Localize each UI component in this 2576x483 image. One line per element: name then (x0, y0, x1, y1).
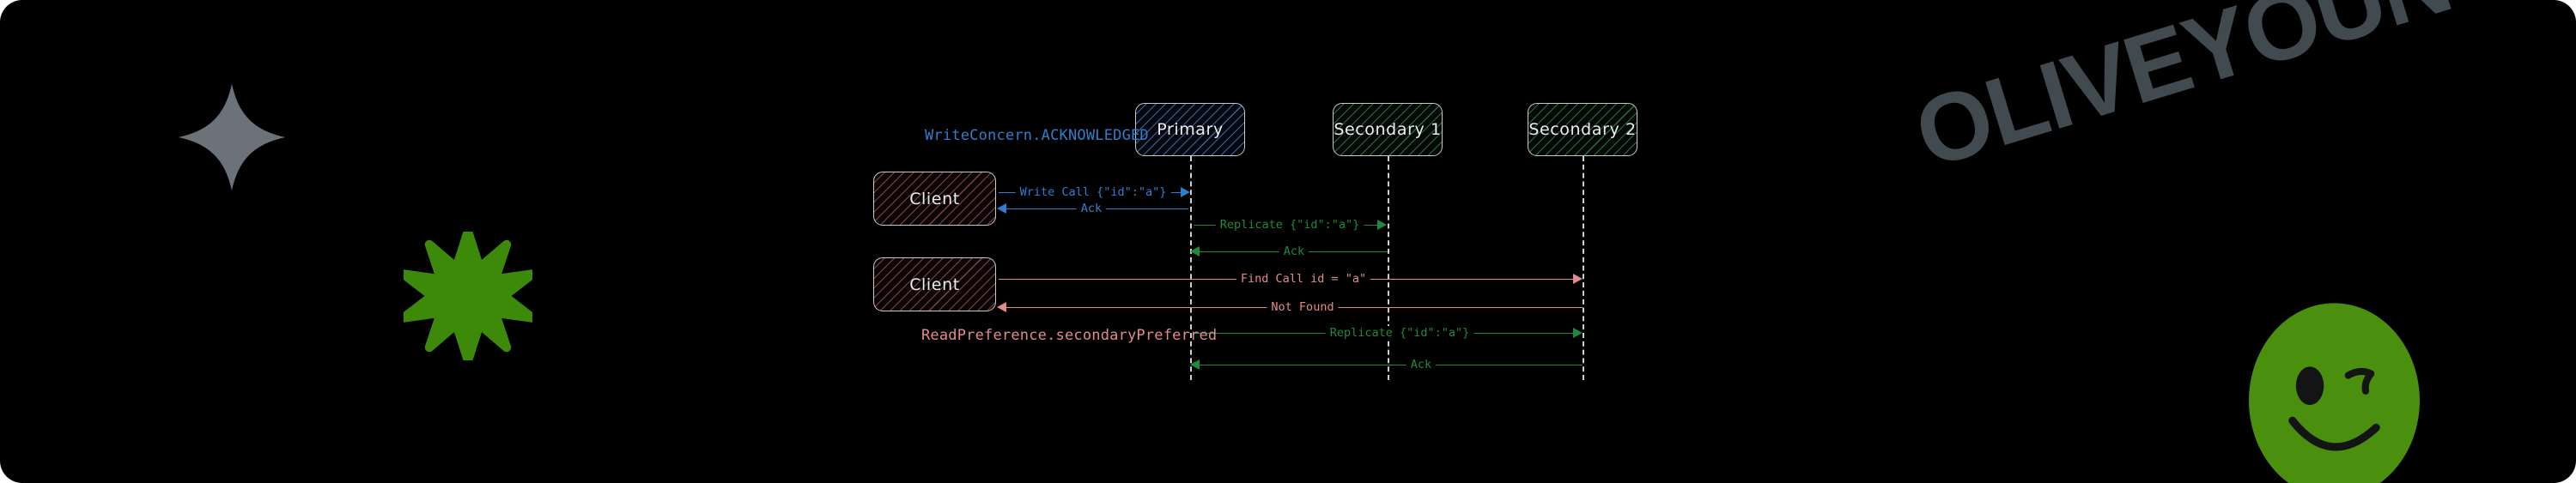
lifeline-primary (1190, 156, 1192, 380)
note-write-concern: WriteConcern.ACKNOWLEDGED (925, 127, 1149, 144)
winking-smiley-face-icon (2247, 302, 2421, 483)
participant-primary[interactable]: Primary (1135, 103, 1245, 156)
sparkle-icon (176, 82, 288, 193)
message-arrowhead-write-call (1181, 187, 1190, 197)
message-arrowhead-write-ack (997, 203, 1006, 214)
message-arrowhead-find-call (1573, 274, 1583, 284)
message-label-replicate-ack-1: Ack (1279, 245, 1309, 258)
participant-label: Secondary 2 (1528, 120, 1637, 139)
lifeline-secondary-1 (1388, 156, 1389, 380)
participant-label: Client (909, 275, 960, 294)
participant-client-1[interactable]: Client (873, 172, 996, 226)
note-read-preference: ReadPreference.secondaryPreferred (921, 327, 1218, 344)
participant-label: Client (909, 189, 960, 208)
message-label-write-call: Write Call {"id":"a"} (1015, 185, 1171, 199)
message-arrowhead-replicate-ack-2 (1190, 359, 1200, 370)
message-label-replicate-2: Replicate {"id":"a"} (1325, 326, 1474, 340)
starburst-icon (398, 226, 538, 365)
message-label-not-found: Not Found (1267, 300, 1339, 314)
participant-label: Primary (1157, 120, 1224, 139)
message-label-write-ack: Ack (1076, 202, 1107, 215)
participant-secondary-2[interactable]: Secondary 2 (1528, 103, 1637, 156)
message-label-replicate-ack-2: Ack (1406, 358, 1437, 371)
participant-client-2[interactable]: Client (873, 257, 996, 311)
message-label-find-call: Find Call id = "a" (1236, 272, 1371, 286)
lifeline-secondary-2 (1583, 156, 1584, 380)
message-label-replicate-1: Replicate {"id":"a"} (1215, 218, 1364, 232)
message-arrowhead-replicate-2 (1573, 328, 1583, 338)
participant-label: Secondary 1 (1334, 120, 1442, 139)
message-arrowhead-not-found (997, 302, 1006, 312)
participant-secondary-1[interactable]: Secondary 1 (1333, 103, 1443, 156)
message-arrowhead-replicate-1 (1377, 220, 1387, 230)
message-arrowhead-replicate-ack-1 (1190, 246, 1200, 257)
